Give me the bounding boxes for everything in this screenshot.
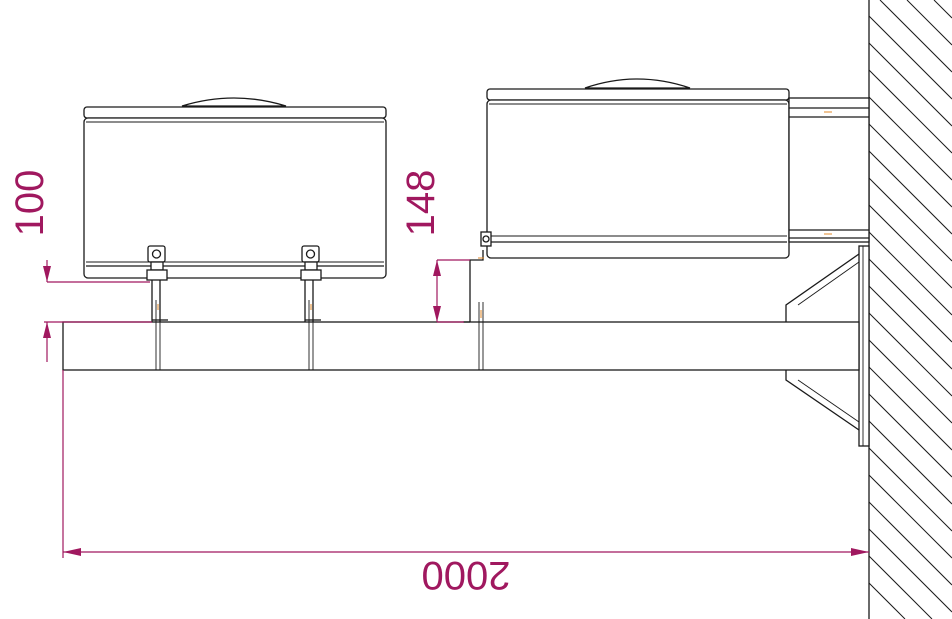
unit-left-top-cap bbox=[83, 106, 387, 119]
dimension-148-label: 148 bbox=[399, 170, 443, 237]
unit-right-side-housing bbox=[788, 97, 870, 243]
dimension-2000-label: 2000 bbox=[422, 553, 511, 597]
dimension-100: 100 bbox=[8, 170, 152, 362]
dimension-100-label: 100 bbox=[8, 170, 52, 237]
support-beam bbox=[62, 321, 860, 371]
unit-right-body bbox=[486, 99, 790, 259]
wall bbox=[868, 0, 952, 619]
dimension-2000: 2000 bbox=[62, 370, 869, 597]
unit-right-mount-bracket bbox=[463, 231, 492, 370]
wall-bracket bbox=[785, 245, 870, 447]
unit-left-mount-bracket-1 bbox=[146, 245, 168, 370]
dimension-148: 148 bbox=[399, 170, 470, 323]
unit-left bbox=[83, 97, 387, 370]
unit-right-lid-dome bbox=[584, 78, 691, 89]
unit-right-top-cap bbox=[486, 88, 790, 101]
unit-right bbox=[463, 78, 870, 370]
unit-left-body bbox=[83, 117, 387, 279]
wall-hatching bbox=[868, 0, 952, 619]
unit-left-mount-bracket-2 bbox=[300, 245, 322, 370]
unit-left-lid-dome bbox=[181, 97, 287, 107]
